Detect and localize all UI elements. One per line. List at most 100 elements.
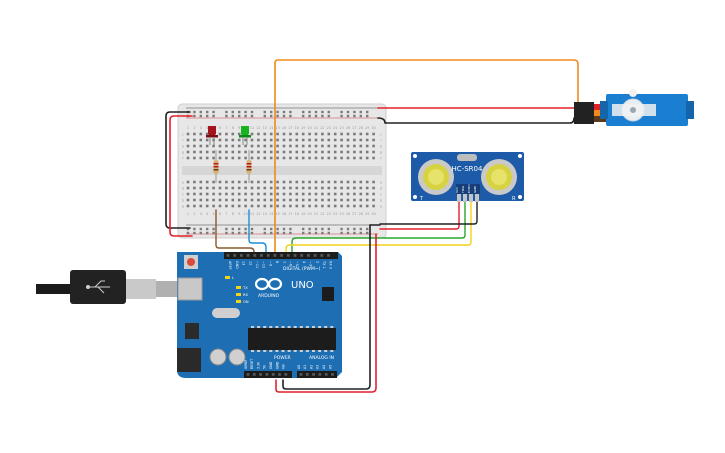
rail-hole[interactable] xyxy=(199,114,202,118)
rail-hole[interactable] xyxy=(353,231,356,235)
breadboard-hole[interactable] xyxy=(250,198,254,202)
rail-hole[interactable] xyxy=(321,227,324,231)
digital-pin-hole[interactable] xyxy=(233,254,237,257)
breadboard-hole[interactable] xyxy=(263,186,267,190)
breadboard-hole[interactable] xyxy=(308,192,311,196)
breadboard-hole[interactable] xyxy=(333,204,337,208)
breadboard-hole[interactable] xyxy=(186,186,190,190)
breadboard-hole[interactable] xyxy=(353,198,356,202)
breadboard-hole[interactable] xyxy=(321,204,324,208)
breadboard-hole[interactable] xyxy=(205,156,209,160)
breadboard-hole[interactable] xyxy=(295,138,299,142)
digital-pin-hole[interactable] xyxy=(260,254,263,257)
breadboard-hole[interactable] xyxy=(225,132,228,136)
breadboard-hole[interactable] xyxy=(340,150,343,154)
breadboard-hole[interactable] xyxy=(340,138,343,142)
breadboard-hole[interactable] xyxy=(308,198,311,202)
breadboard-hole[interactable] xyxy=(301,192,305,196)
breadboard-hole[interactable] xyxy=(359,132,363,136)
breadboard-hole[interactable] xyxy=(340,144,343,148)
breadboard-hole[interactable] xyxy=(301,138,305,142)
breadboard-hole[interactable] xyxy=(205,192,209,196)
breadboard-hole[interactable] xyxy=(308,204,311,208)
breadboard-hole[interactable] xyxy=(295,204,299,208)
breadboard-hole[interactable] xyxy=(353,204,356,208)
breadboard-hole[interactable] xyxy=(237,204,241,208)
digital-pin-hole[interactable] xyxy=(240,254,243,257)
arduino-uno[interactable]: UNO ARDUINO DIGITAL (PWM~) POWER ANALOG … xyxy=(177,252,342,378)
breadboard-hole[interactable] xyxy=(308,156,311,160)
breadboard-hole[interactable] xyxy=(263,180,267,184)
breadboard-hole[interactable] xyxy=(295,150,299,154)
breadboard-hole[interactable] xyxy=(237,138,241,142)
breadboard-hole[interactable] xyxy=(340,180,343,184)
breadboard-hole[interactable] xyxy=(308,132,311,136)
breadboard-hole[interactable] xyxy=(205,138,209,142)
breadboard-hole[interactable] xyxy=(250,150,254,154)
breadboard-hole[interactable] xyxy=(269,204,273,208)
breadboard-hole[interactable] xyxy=(346,198,350,202)
rail-hole[interactable] xyxy=(206,114,209,118)
breadboard-hole[interactable] xyxy=(276,138,279,142)
rail-hole[interactable] xyxy=(346,227,350,231)
breadboard-hole[interactable] xyxy=(237,180,241,184)
breadboard-hole[interactable] xyxy=(314,150,318,154)
breadboard-hole[interactable] xyxy=(321,192,324,196)
breadboard-hole[interactable] xyxy=(237,132,241,136)
breadboard-hole[interactable] xyxy=(244,198,247,202)
rail-hole[interactable] xyxy=(282,110,286,114)
rail-hole[interactable] xyxy=(193,114,196,118)
breadboard-hole[interactable] xyxy=(301,180,305,184)
rail-hole[interactable] xyxy=(340,110,343,114)
breadboard-hole[interactable] xyxy=(212,144,215,148)
rail-hole[interactable] xyxy=(366,231,369,235)
breadboard-hole[interactable] xyxy=(321,180,324,184)
breadboard-hole[interactable] xyxy=(231,198,235,202)
breadboard-hole[interactable] xyxy=(359,198,363,202)
breadboard-hole[interactable] xyxy=(244,192,247,196)
rail-hole[interactable] xyxy=(327,114,330,118)
breadboard-hole[interactable] xyxy=(218,156,222,160)
breadboard-hole[interactable] xyxy=(282,138,286,142)
analog-pin-hole[interactable] xyxy=(312,373,315,376)
breadboard-hole[interactable] xyxy=(257,192,260,196)
rail-hole[interactable] xyxy=(314,110,318,114)
rail-hole[interactable] xyxy=(346,110,350,114)
breadboard-hole[interactable] xyxy=(365,132,369,136)
breadboard-hole[interactable] xyxy=(205,144,209,148)
breadboard-hole[interactable] xyxy=(186,144,190,148)
rail-hole[interactable] xyxy=(359,227,362,231)
breadboard-hole[interactable] xyxy=(193,156,196,160)
led-green[interactable] xyxy=(239,126,251,145)
rail-hole[interactable] xyxy=(250,231,254,235)
breadboard-hole[interactable] xyxy=(333,186,337,190)
breadboard-hole[interactable] xyxy=(359,138,363,142)
rail-hole[interactable] xyxy=(327,110,330,114)
breadboard-hole[interactable] xyxy=(346,156,350,160)
breadboard-hole[interactable] xyxy=(257,138,260,142)
breadboard-hole[interactable] xyxy=(359,186,363,190)
breadboard-hole[interactable] xyxy=(269,186,273,190)
breadboard-hole[interactable] xyxy=(333,150,337,154)
breadboard-hole[interactable] xyxy=(257,144,260,148)
breadboard-hole[interactable] xyxy=(353,156,356,160)
breadboard-hole[interactable] xyxy=(205,204,209,208)
breadboard-hole[interactable] xyxy=(295,186,299,190)
breadboard-hole[interactable] xyxy=(250,186,254,190)
breadboard-hole[interactable] xyxy=(314,198,318,202)
breadboard-hole[interactable] xyxy=(372,204,375,208)
breadboard-hole[interactable] xyxy=(340,198,343,202)
rail-hole[interactable] xyxy=(225,114,228,118)
breadboard-hole[interactable] xyxy=(244,204,247,208)
breadboard-hole[interactable] xyxy=(250,192,254,196)
rail-hole[interactable] xyxy=(244,110,247,114)
breadboard-hole[interactable] xyxy=(193,144,196,148)
breadboard[interactable]: 1234567891011121314151617181920212223242… xyxy=(177,103,387,239)
breadboard-hole[interactable] xyxy=(205,198,209,202)
rail-hole[interactable] xyxy=(308,231,311,235)
breadboard-hole[interactable] xyxy=(250,144,254,148)
breadboard-hole[interactable] xyxy=(365,198,369,202)
breadboard-hole[interactable] xyxy=(212,186,215,190)
breadboard-hole[interactable] xyxy=(353,138,356,142)
breadboard-hole[interactable] xyxy=(314,180,318,184)
